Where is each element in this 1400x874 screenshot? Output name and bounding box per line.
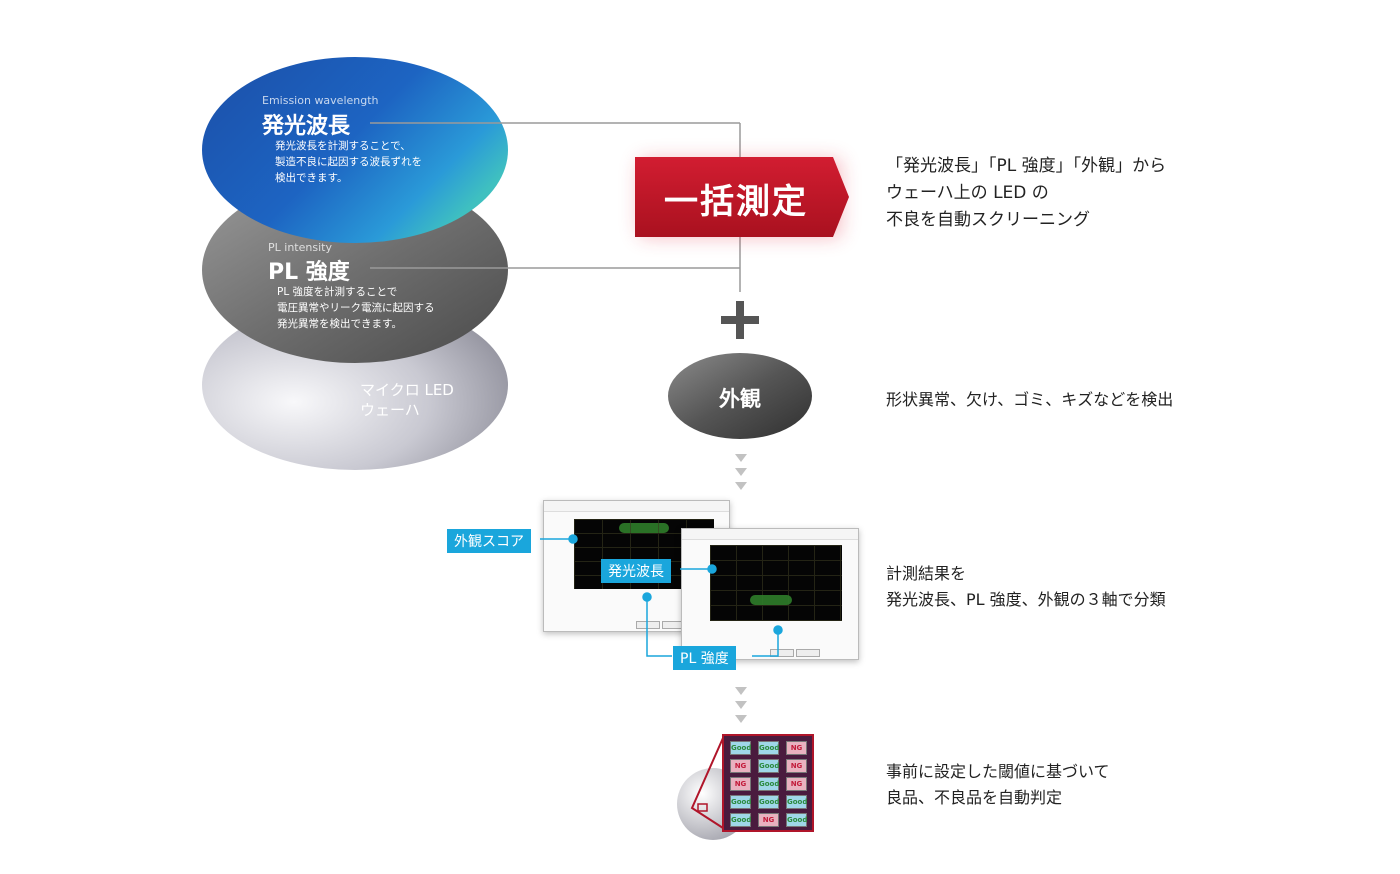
judgement-cell: NG [758, 813, 779, 827]
judgement-cell: Good [758, 777, 779, 791]
plus-icon [721, 301, 759, 339]
judgement-cell: Good [758, 759, 779, 773]
judgement-cell: NG [786, 759, 807, 773]
judgement-cell: NG [786, 741, 807, 755]
tag-appearance-score: 外観スコア [447, 529, 531, 553]
appearance-description: 形状異常、欠け、ゴミ、キズなどを検出 [886, 390, 1174, 409]
batch-measurement-arrow [635, 157, 849, 237]
judgement-cell: Good [730, 813, 751, 827]
software-window-front [681, 528, 859, 660]
emission-wavelength-layer [202, 57, 508, 243]
judgement-cell: Good [730, 795, 751, 809]
down-arrows-2 [735, 687, 747, 723]
judgement-cell: Good [730, 741, 751, 755]
emission-description: 発光波長を計測することで、 製造不良に起因する波長ずれを 検出できます。 [275, 140, 422, 184]
judgement-cell: NG [786, 777, 807, 791]
pl-title: PL 強度 [268, 260, 350, 285]
emission-title: 発光波長 [262, 114, 351, 139]
appearance-stone [668, 353, 812, 439]
micro-led-wafer-label: マイクロ LED ウェーハ [360, 381, 454, 419]
judgement-cell: NG [730, 759, 751, 773]
batch-description: 「発光波長」「PL 強度」「外観」から ウェーハ上の LED の 不良を自動スク… [886, 156, 1167, 230]
tag-pl: PL 強度 [673, 646, 736, 670]
plot-area-front [710, 545, 842, 621]
judgement-cell: Good [758, 741, 779, 755]
judgement-cell: NG [730, 777, 751, 791]
results-description: 計測結果を 発光波長、PL 強度、外観の３軸で分類 [886, 564, 1166, 609]
appearance-label: 外観 [719, 387, 761, 411]
tag-emission: 発光波長 [601, 559, 671, 583]
pl-description: PL 強度を計測することで 電圧異常やリーク電流に起因する 発光異常を検出できま… [277, 286, 435, 330]
emission-en-label: Emission wavelength [262, 94, 379, 107]
judgement-cell: Good [786, 795, 807, 809]
judgement-cell: Good [786, 813, 807, 827]
judgement-description: 事前に設定した閾値に基づいて 良品、不良品を自動判定 [886, 762, 1110, 807]
batch-measurement-label: 一括測定 [664, 182, 808, 222]
judgement-cell: Good [758, 795, 779, 809]
down-arrows-1 [735, 454, 747, 490]
pl-en-label: PL intensity [268, 241, 332, 254]
